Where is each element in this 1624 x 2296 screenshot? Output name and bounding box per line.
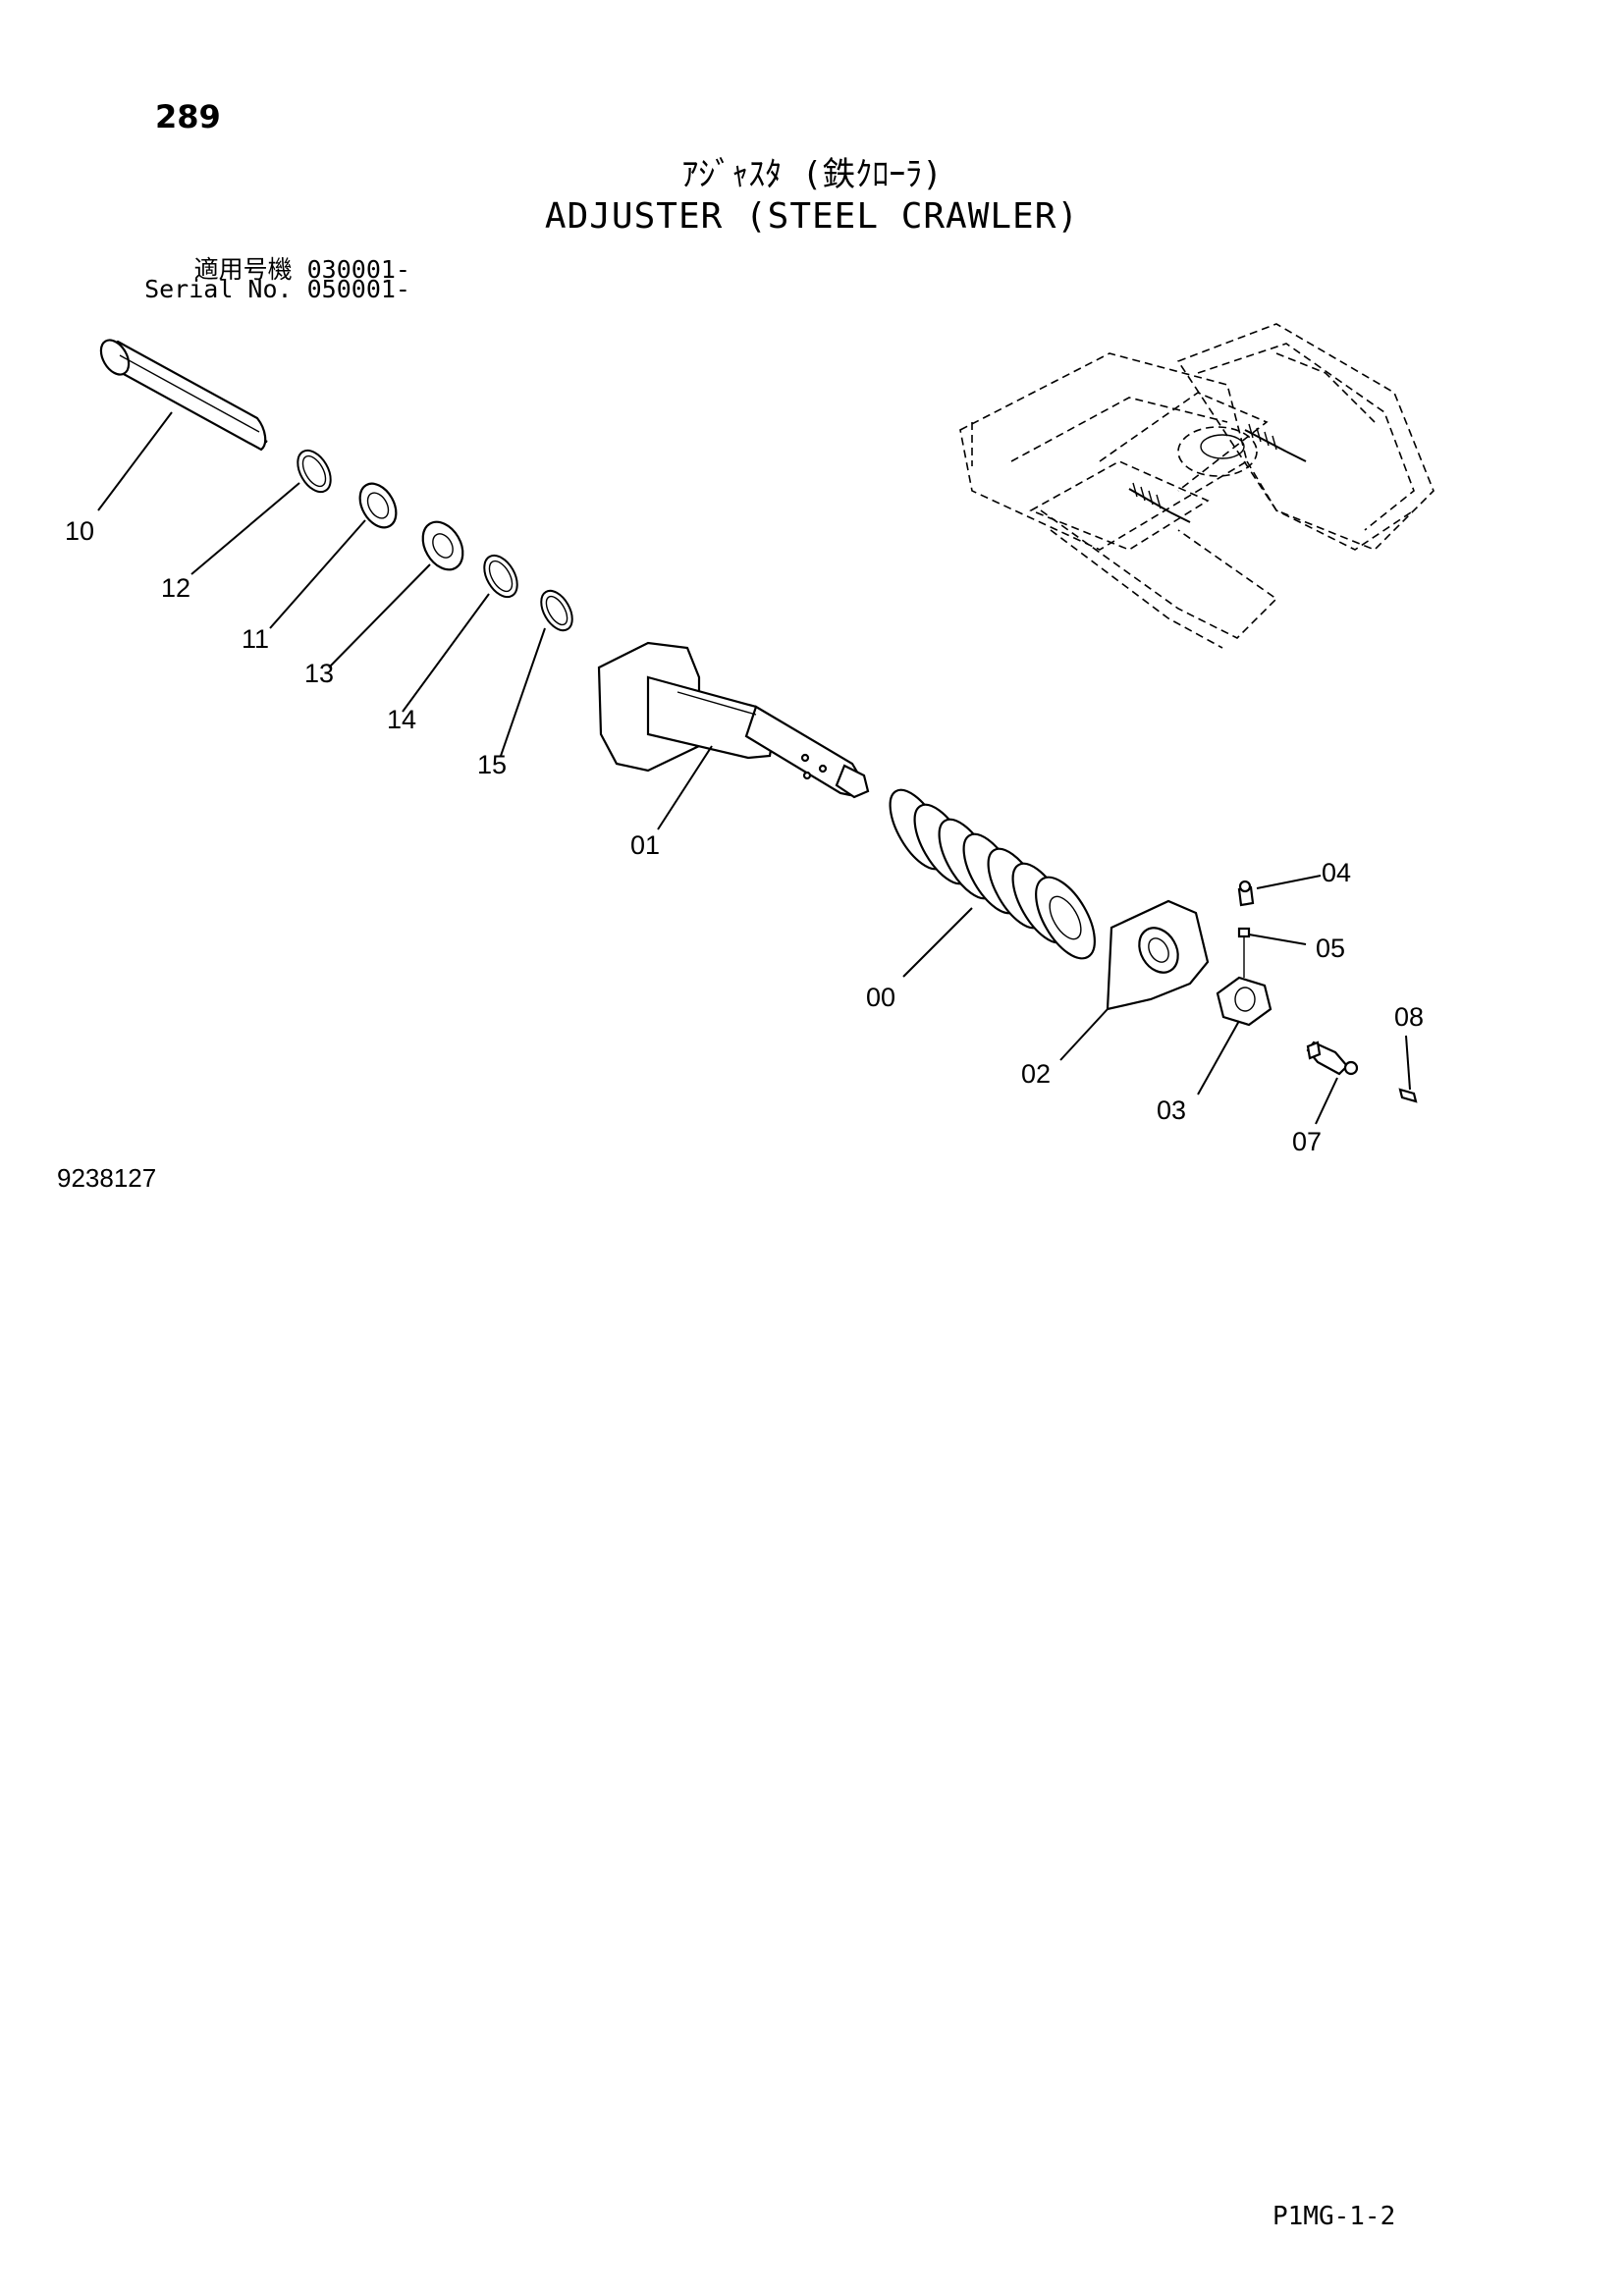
part-14-snap-ring[interactable] [477,550,523,603]
part-00-spring[interactable] [879,781,1107,968]
leader-lines [97,411,1411,1125]
machine-overview-undercarriage [959,323,1435,649]
callout-05: 05 [1316,934,1345,963]
applicable-serial-jp: 適用号機 030001- [193,255,410,284]
callout-07: 07 [1292,1127,1322,1156]
callout-15: 15 [477,750,507,779]
part-11-nut[interactable] [352,477,404,534]
title-english: ADJUSTER (STEEL CRAWLER) [544,196,1080,237]
part-02-bracket[interactable] [1106,899,1210,1011]
part-15-snap-ring[interactable] [535,585,579,635]
part-08-cap[interactable] [1398,1088,1418,1103]
callout-00: 00 [866,983,895,1012]
part-12-snap-ring[interactable] [291,445,337,498]
callout-12: 12 [161,573,190,603]
callout-01: 01 [630,830,660,860]
callout-03: 03 [1157,1095,1186,1125]
page-number: 289 [155,98,221,135]
callout-08: 08 [1394,1002,1424,1032]
figure-id: 9238127 [57,1163,157,1193]
part-03-valve[interactable] [1216,976,1272,1027]
page-code: P1MG-1-2 [1272,2202,1396,2231]
callout-10: 10 [65,516,94,546]
callout-02: 02 [1021,1059,1051,1089]
part-13-lock-nut[interactable] [414,514,470,576]
part-10-pin[interactable] [95,336,268,452]
callout-13: 13 [304,659,334,688]
part-07-check-valve[interactable] [1306,1041,1359,1076]
exploded-parts-diagram: 10 12 11 13 14 15 01 00 02 03 04 05 07 0… [65,323,1435,1156]
part-01-yoke[interactable] [597,641,870,799]
callout-11: 11 [242,624,269,654]
part-05-seal[interactable] [1237,927,1251,938]
callout-04: 04 [1322,858,1351,887]
callout-14: 14 [387,705,416,734]
applicable-serial-en: Serial No. 050001- [144,275,410,303]
part-04-grease-fitting[interactable] [1237,880,1255,907]
title-japanese: ｱｼﾞｬｽﾀ (鉄ｸﾛｰﾗ) [681,155,943,194]
